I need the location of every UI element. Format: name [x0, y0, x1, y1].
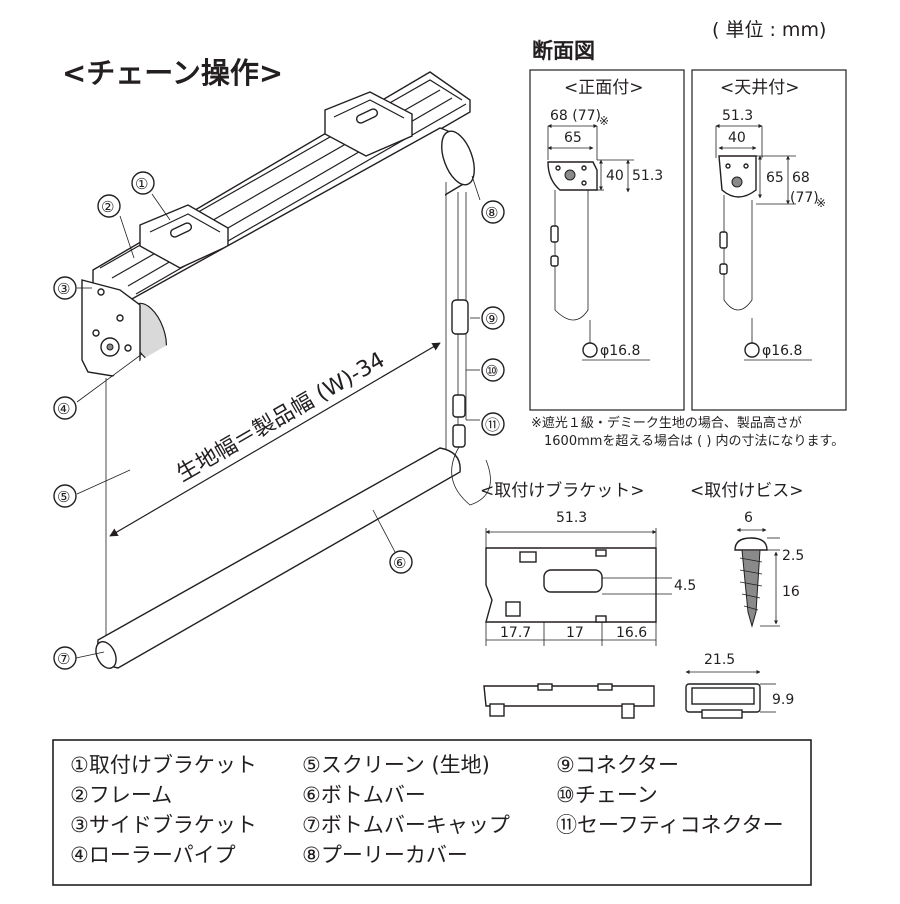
front-dim-top1: 68 (77) [550, 108, 601, 124]
callout-5 [53, 484, 77, 508]
bracket-dim-side-w: 21.5 [704, 652, 735, 668]
callout-1-num: ① [135, 175, 148, 193]
legend-item-9: ⑨コネクター [556, 753, 679, 777]
callout-9-num: ⑨ [485, 310, 498, 328]
callout-3-num: ③ [57, 280, 70, 298]
page-title: <チェーン操作> [62, 56, 283, 90]
note-line-2: 1600mmを超える場合は ( ) 内の寸法になります。 [544, 433, 844, 449]
chain [451, 192, 491, 506]
callout-10 [481, 358, 505, 382]
legend-item-6: ⑥ボトムバー [302, 783, 426, 807]
ceiling-dim-side2: 68 [792, 170, 810, 186]
bracket-dim-hole: 4.5 [674, 578, 696, 594]
bracket-dim-b3: 16.6 [616, 625, 647, 641]
front-dim-top1-mark: ※ [599, 114, 609, 128]
callout-8-num: ⑧ [485, 204, 498, 222]
legend-item-2: ②フレーム [70, 783, 172, 807]
front-mount-panel: <正面付> 68 (77) ※ 65 40 51.3 φ16.8 [529, 69, 685, 411]
ceiling-dim-side3-mark: ※ [816, 196, 826, 210]
bracket-dim-b2: 17 [566, 625, 584, 641]
screw-dim-head: 6 [744, 510, 753, 526]
legend-box [52, 739, 812, 886]
legend-item-3: ③サイドブラケット [70, 813, 257, 837]
callout-10-num: ⑩ [485, 362, 498, 380]
bracket-dim-b1: 17.7 [500, 625, 531, 641]
ceiling-mount-panel: <天井付> 51.3 40 65 68 (77) ※ φ16.8 [691, 69, 847, 411]
front-mount-label: <正面付> [564, 78, 644, 98]
screw-detail: <取付けビス> 6 2.5 16 [690, 481, 804, 628]
ceiling-dim-side1: 65 [766, 170, 784, 186]
legend-item-7: ⑦ボトムバーキャップ [302, 813, 510, 837]
legend-item-10: ⑩チェーン [556, 783, 658, 807]
front-dim-side2: 51.3 [632, 168, 663, 184]
callout-5-num: ⑤ [57, 488, 70, 506]
callout-9 [481, 306, 505, 330]
note-line-1: ※遮光１級・デミーク生地の場合、製品高さが [531, 415, 802, 431]
unit-note: ( 単位 : mm) [712, 19, 826, 41]
bracket-dim-width: 51.3 [556, 510, 587, 526]
callout-6 [389, 550, 413, 574]
screw-dim-len: 16 [782, 584, 800, 600]
callout-6-num: ⑥ [393, 554, 406, 572]
section-title: 断面図 [532, 39, 595, 63]
front-dim-side1: 40 [606, 168, 624, 184]
callout-11 [481, 412, 505, 436]
bracket-detail: <取付けブラケット> 51.3 4.5 17.7 17 16.6 21.5 [480, 480, 794, 719]
callout-3 [53, 276, 77, 300]
callout-2 [97, 194, 121, 218]
legend-item-1: ①取付けブラケット [70, 753, 257, 777]
legend-item-4: ④ローラーパイプ [70, 843, 236, 867]
screw-title: <取付けビス> [690, 481, 804, 501]
callout-4 [53, 396, 77, 420]
ceiling-dim-pulley: φ16.8 [762, 343, 802, 359]
callout-4-num: ④ [57, 400, 70, 418]
legend-item-5: ⑤スクリーン (生地) [302, 753, 490, 777]
roller-blind-illustration: 生地幅＝製品幅 (W)-34 [81, 71, 491, 669]
bracket-dim-side-h: 9.9 [772, 692, 794, 708]
bracket-title: <取付けブラケット> [480, 480, 645, 501]
callout-2-num: ② [101, 198, 114, 216]
ceiling-mount-label: <天井付> [720, 78, 800, 98]
legend-item-8: ⑧プーリーカバー [302, 843, 468, 867]
legend-item-11: ⑪セーフティコネクター [556, 813, 784, 837]
front-dim-top2: 65 [564, 130, 582, 146]
callout-7-num: ⑦ [57, 650, 70, 668]
callout-8 [481, 200, 505, 224]
screw-dim-head-h: 2.5 [782, 548, 804, 564]
ceiling-dim-top2: 40 [728, 130, 746, 146]
callout-1 [131, 171, 155, 195]
front-dim-pulley: φ16.8 [600, 343, 640, 359]
callout-11-num: ⑪ [485, 416, 500, 434]
callout-7 [53, 646, 77, 670]
ceiling-dim-side3: (77) [790, 190, 819, 206]
callout-leaders [75, 175, 481, 659]
ceiling-dim-top1: 51.3 [722, 108, 753, 124]
